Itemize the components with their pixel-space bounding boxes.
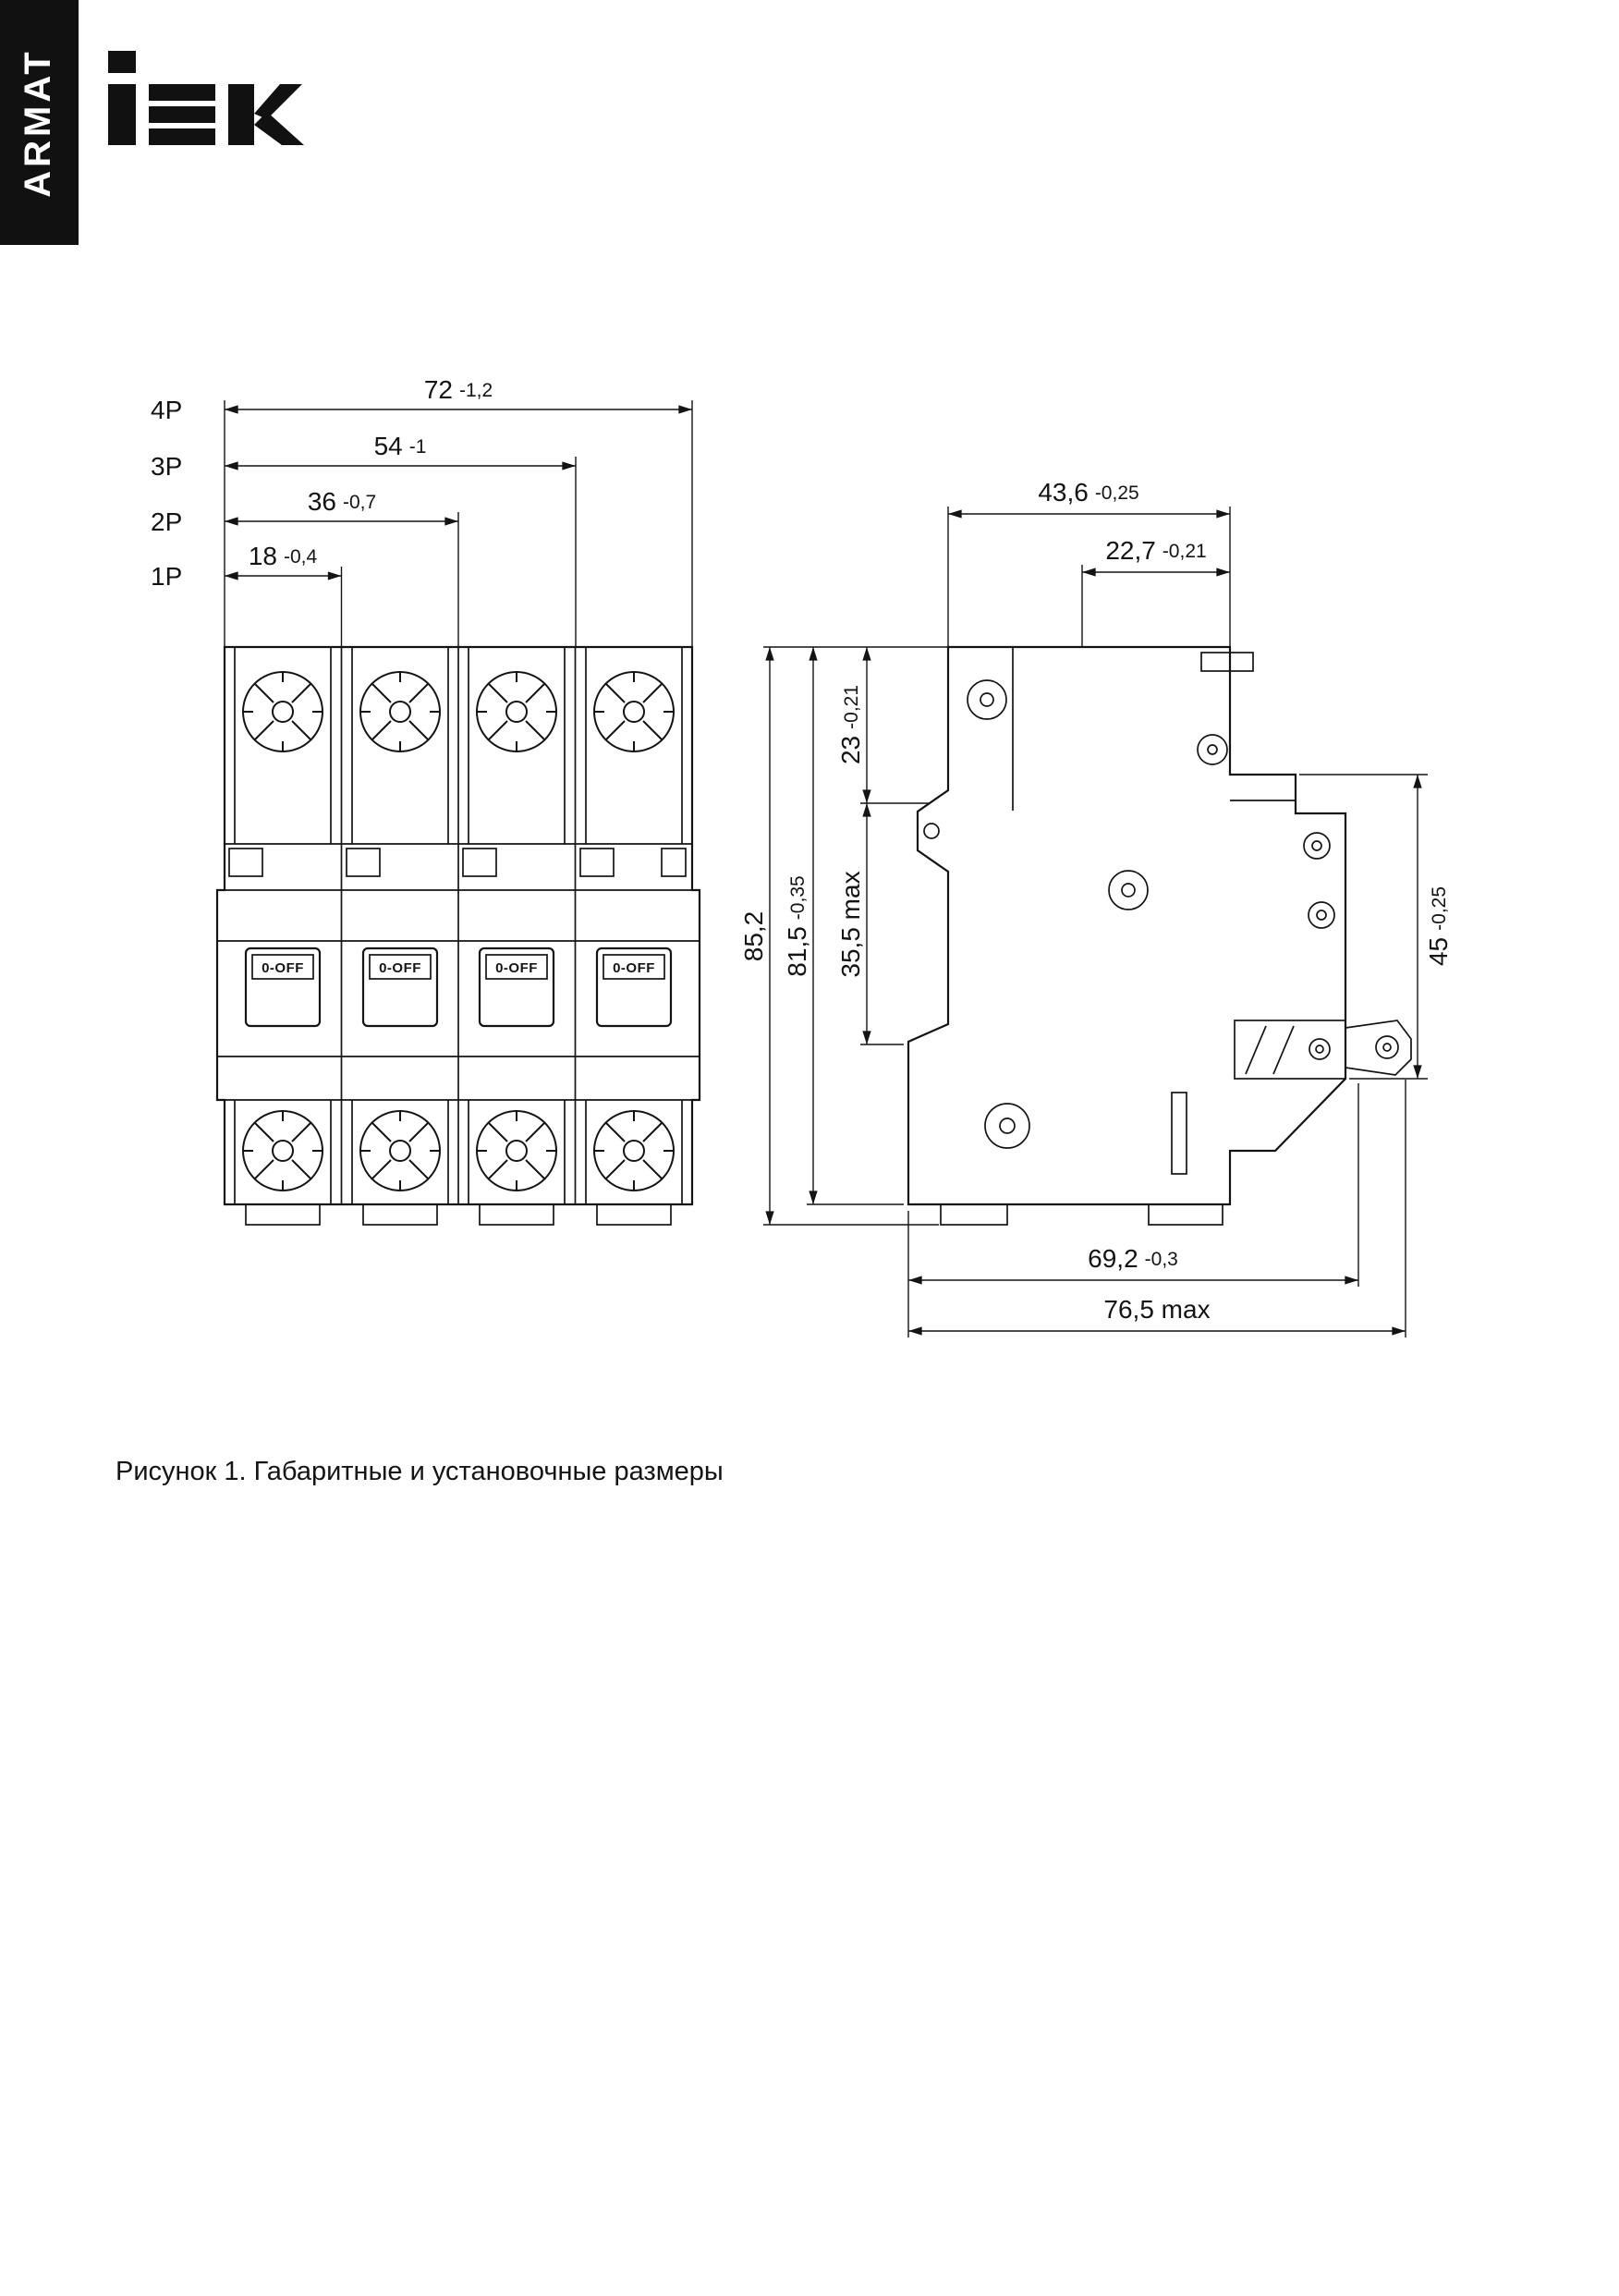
pole-label-1p: 1P [151,562,182,591]
dim-width-top: 43,6-0,25 [948,478,1230,519]
toggle-label-1: 0-OFF [262,960,304,976]
din-clip [1234,1020,1346,1080]
dim-depth-max-value: 76,5 max [1103,1295,1210,1324]
dim-width-top-value: 43,6-0,25 [1038,478,1138,507]
side-extension-lines [763,507,1428,1337]
dim-din-recess: 45-0,25 [1413,775,1453,1079]
dim-1p-value: 18-0,4 [249,542,318,570]
toggle-label-4: 0-OFF [613,960,655,976]
dim-lever-to-top-value: 23-0,21 [836,685,865,764]
toggle-label-2: 0-OFF [379,960,421,976]
dim-3p: 3P 54-1 [151,432,576,481]
front-feet [245,1203,672,1226]
dim-4p: 4P 72-1,2 [151,375,692,424]
dim-width-upper-right: 22,7-0,21 [1082,536,1230,577]
dim-lever-zone: 35,5 max [836,803,871,1044]
dim-height-body: 81,5-0,35 [783,647,818,1204]
dim-height-body-value: 81,5-0,35 [783,875,811,976]
brand-sidebar: ARMAT [0,0,79,245]
dim-2p: 2P 36-0,7 [151,487,458,536]
front-tabs [228,848,687,877]
dim-lever-zone-value: 35,5 max [836,871,865,977]
side-body [907,645,1412,1226]
dim-width-upper-right-value: 22,7-0,21 [1105,536,1206,565]
dim-height-total-value: 85,2 [739,911,768,962]
dim-2p-value: 36-0,7 [308,487,376,516]
toggle-label-3: 0-OFF [495,960,538,976]
dim-4p-value: 72-1,2 [424,375,493,404]
pole-label-3p: 3P [151,452,182,481]
brand-sidebar-bg [0,0,79,245]
front-view: 4P 72-1,2 3P 54-1 2P 36-0,7 1P 18-0,4 [151,375,701,1226]
side-rivets [923,679,1335,1149]
side-view: 43,6-0,25 22,7-0,21 85,2 81,5-0,35 23-0,… [739,478,1453,1337]
pole-label-2p: 2P [151,507,182,536]
front-body: 0-OFF 0-OFF 0-OFF 0-OFF [215,645,701,1226]
dim-depth-mounting: 69,2-0,3 [908,1244,1358,1285]
dim-height-total: 85,2 [739,647,774,1225]
figure-caption: Рисунок 1. Габаритные и установочные раз… [116,1457,724,1486]
toggle-handles: 0-OFF 0-OFF 0-OFF 0-OFF [244,946,673,1028]
din-clip-latch [1345,1020,1412,1076]
front-extension-lines [224,400,693,647]
dim-depth-max: 76,5 max [908,1295,1406,1336]
brand-vertical-text: ARMAT [18,48,58,197]
iek-logo [108,51,304,145]
dim-lever-to-top: 23-0,21 [836,647,871,803]
pole-label-4p: 4P [151,396,182,424]
dim-din-recess-value: 45-0,25 [1424,886,1453,966]
dim-1p: 1P 18-0,4 [151,542,342,591]
dim-3p-value: 54-1 [374,432,427,460]
dim-depth-mounting-value: 69,2-0,3 [1088,1244,1178,1273]
